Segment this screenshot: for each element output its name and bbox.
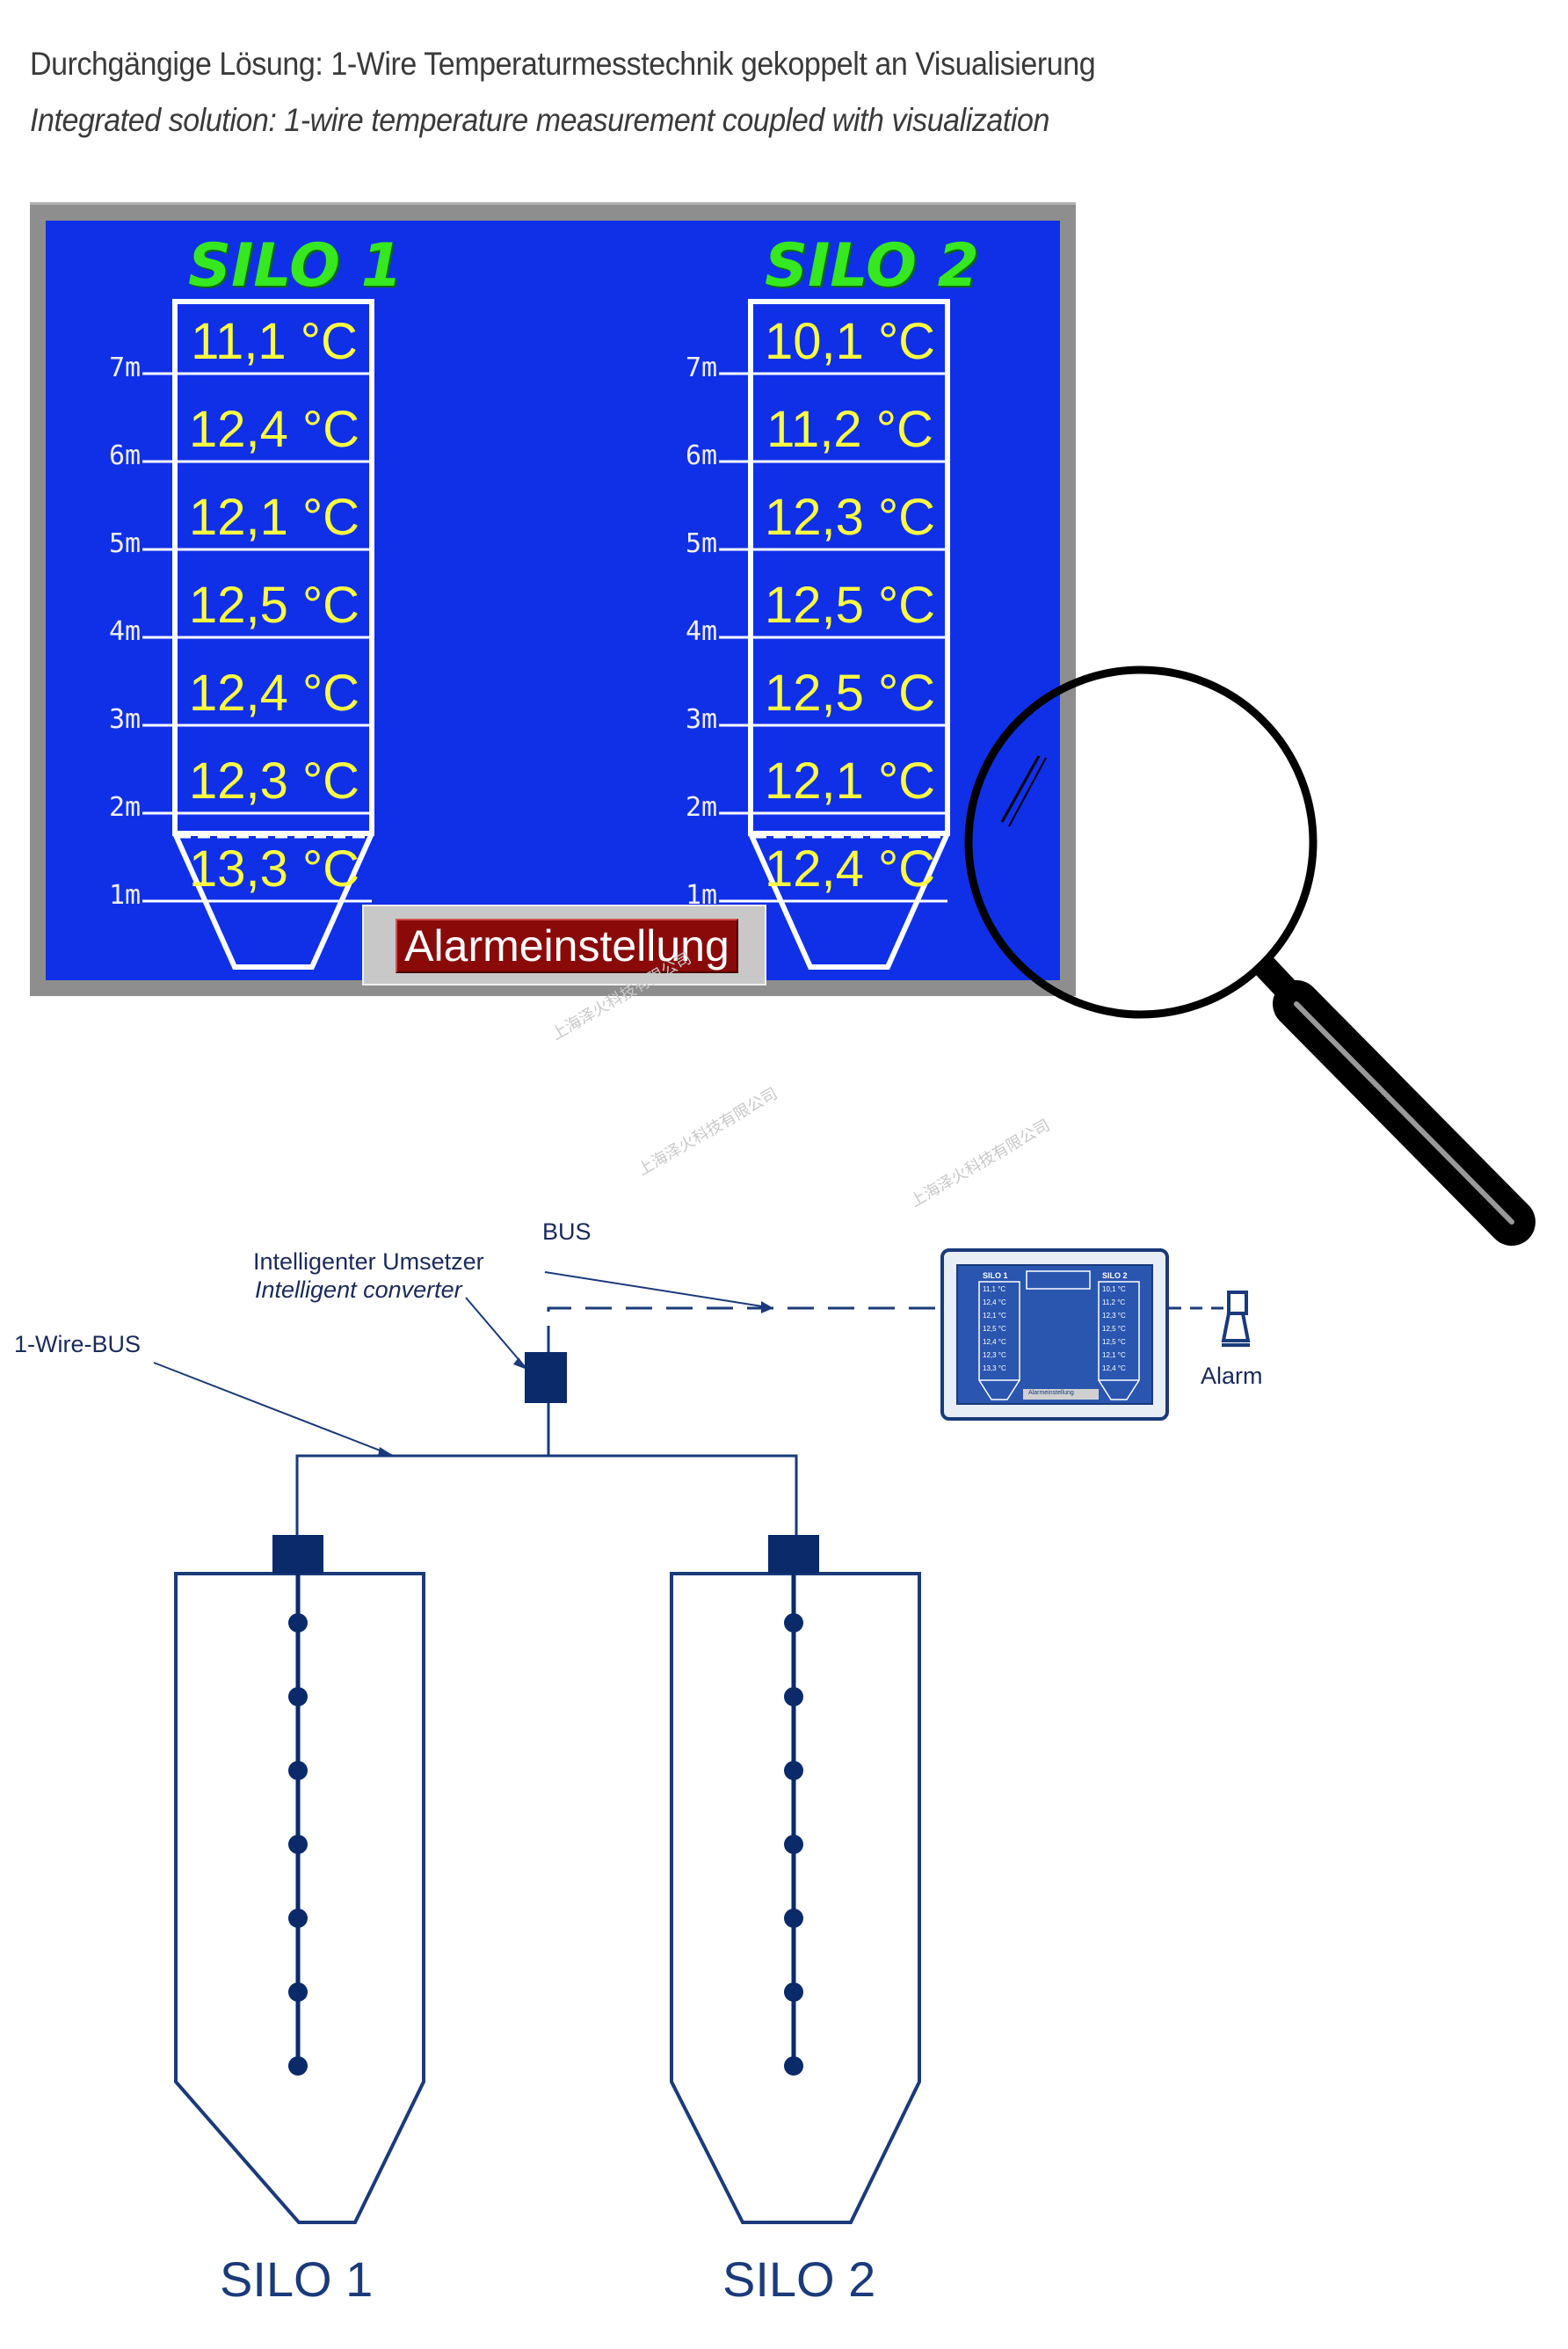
silo2-temperature-reading: 12,4 °C (764, 840, 936, 898)
silo2-label: SILO 2 (722, 2251, 876, 2307)
system-diagram (153, 1271, 1251, 2224)
temperature-sensor (784, 1835, 803, 1854)
intelligent-converter (525, 1352, 567, 1403)
temperature-sensor (784, 1982, 803, 2002)
silo2-sensor-head (768, 1535, 819, 1574)
silo2-level-label: 7m (686, 353, 718, 383)
silo2-temperature-reading: 12,5 °C (764, 665, 936, 722)
silo2-shape (670, 1572, 921, 2224)
silo1-temperature-reading: 12,4 °C (188, 665, 360, 722)
mini-silo2-title: SILO 2 (1102, 1271, 1128, 1280)
alarm-siren-icon (1221, 1291, 1251, 1347)
temperature-sensor (784, 1761, 803, 1780)
temperature-sensor (288, 2056, 308, 2076)
hmi-screen: SILO 1 SILO 2 11,1 °C 7m 12,4 °C 6m 12,1 °C 5… (46, 221, 1060, 985)
mini-temperature-reading: 12,4 °C (1102, 1364, 1126, 1372)
silo1-level-label: 2m (109, 792, 142, 823)
magnifier-icon (964, 665, 1535, 1246)
watermark-text: 上海泽火科技有限公司 (635, 1084, 780, 1179)
silo2-level-label: 4m (686, 616, 718, 647)
bus-line (547, 1306, 940, 1352)
hmi-silo1-title: SILO 1 (188, 231, 403, 301)
mini-temperature-reading: 12,1 °C (983, 1312, 1006, 1320)
silo2-level-label: 5m (686, 528, 718, 559)
converter-label-de: Intelligenter Umsetzer (253, 1248, 484, 1275)
heading-english: Integrated solution: 1-wire temperature … (30, 102, 1049, 138)
temperature-sensor (288, 1909, 308, 1928)
silo1-temperature-reading: 12,4 °C (188, 401, 360, 458)
silo2-level-label: 6m (686, 440, 718, 471)
mini-temperature-reading: 12,4 °C (983, 1338, 1006, 1346)
silo1-temperature-reading: 12,3 °C (188, 753, 360, 810)
onewire-bus-line (295, 1454, 798, 1540)
bus-label: BUS (542, 1218, 592, 1245)
hmi-panel-frame: SILO 1 SILO 2 11,1 °C 7m 12,4 °C 6m 12,1 °C 5… (30, 202, 1076, 996)
mini-temperature-reading: 11,1 °C (983, 1285, 1006, 1293)
silo2-temperature-reading: 12,3 °C (764, 489, 936, 546)
alarm-label: Alarm (1201, 1363, 1263, 1389)
silo1-label: SILO 1 (220, 2251, 374, 2307)
temperature-sensor (784, 1613, 803, 1633)
mini-temperature-reading: 12,1 °C (1102, 1351, 1126, 1359)
temperature-sensor (784, 2056, 803, 2076)
mini-screen: SILO 1 SILO 2 11,1 °C 12,4 °C 12,1 °C 12,5 … (956, 1264, 1153, 1405)
silo1-level-label: 7m (109, 353, 142, 383)
silo2-temperature-reading: 12,5 °C (764, 577, 936, 634)
hmi-silo2-title: SILO 2 (765, 231, 979, 301)
silo1-level-label: 4m (109, 616, 142, 647)
mini-temperature-reading: 12,5 °C (983, 1325, 1006, 1333)
temperature-sensor (288, 1982, 308, 2002)
mini-temperature-reading: 12,4 °C (983, 1298, 1006, 1306)
silo2-temperature-reading: 12,1 °C (764, 753, 936, 810)
silo1-shape (174, 1572, 425, 2224)
silo2-temperature-reading: 11,2 °C (766, 401, 933, 458)
silo1-level-label: 5m (109, 528, 142, 559)
silo2-level-label: 3m (686, 704, 718, 735)
temperature-sensor (784, 1687, 803, 1706)
silo1-temperature-reading: 13,3 °C (188, 840, 360, 898)
heading-german: Durchgängige Lösung: 1-Wire Temperaturme… (30, 46, 1096, 82)
visualization-panel-mini: SILO 1 SILO 2 11,1 °C 12,4 °C 12,1 °C 12,5 … (940, 1248, 1169, 1421)
mini-temperature-reading: 12,3 °C (983, 1351, 1006, 1359)
mini-temperature-reading: 10,1 °C (1102, 1285, 1126, 1293)
mini-temperature-reading: 12,3 °C (1102, 1312, 1126, 1320)
silo1-temperature-reading: 12,5 °C (188, 577, 360, 634)
temperature-sensor (288, 1761, 308, 1780)
silo1-sensor-head (272, 1535, 323, 1574)
silo1-level-label: 3m (109, 704, 142, 735)
hmi-silo-outlines (142, 299, 950, 970)
converter-label-en: Intelligent converter (255, 1276, 462, 1303)
mini-temperature-reading: 13,3 °C (983, 1364, 1006, 1372)
alarm-settings-button-label: Alarmeinstellung (396, 919, 738, 973)
alarm-settings-button[interactable]: Alarmeinstellung (362, 905, 766, 985)
mini-temperature-reading: 12,5 °C (1102, 1325, 1126, 1333)
silo1-level-label: 6m (109, 440, 142, 471)
mini-temperature-reading: 11,2 °C (1102, 1298, 1126, 1306)
temperature-sensor (288, 1613, 308, 1633)
silo1-level-label: 1m (109, 880, 142, 911)
mini-alarm-button: Alarmeinstellung (1028, 1390, 1074, 1396)
onewire-bus-label: 1-Wire-BUS (14, 1331, 142, 1357)
mini-silo-outlines (978, 1270, 1140, 1400)
mini-silo1-title: SILO 1 (983, 1271, 1008, 1280)
mini-temperature-reading: 12,5 °C (1102, 1338, 1126, 1346)
temperature-sensor (784, 1909, 803, 1928)
silo2-level-label: 2m (686, 792, 718, 823)
temperature-sensor (288, 1835, 308, 1854)
silo1-temperature-reading: 12,1 °C (188, 489, 360, 546)
silo1-temperature-reading: 11,1 °C (191, 313, 358, 370)
silo2-temperature-reading: 10,1 °C (764, 313, 936, 370)
temperature-sensor (288, 1687, 308, 1706)
